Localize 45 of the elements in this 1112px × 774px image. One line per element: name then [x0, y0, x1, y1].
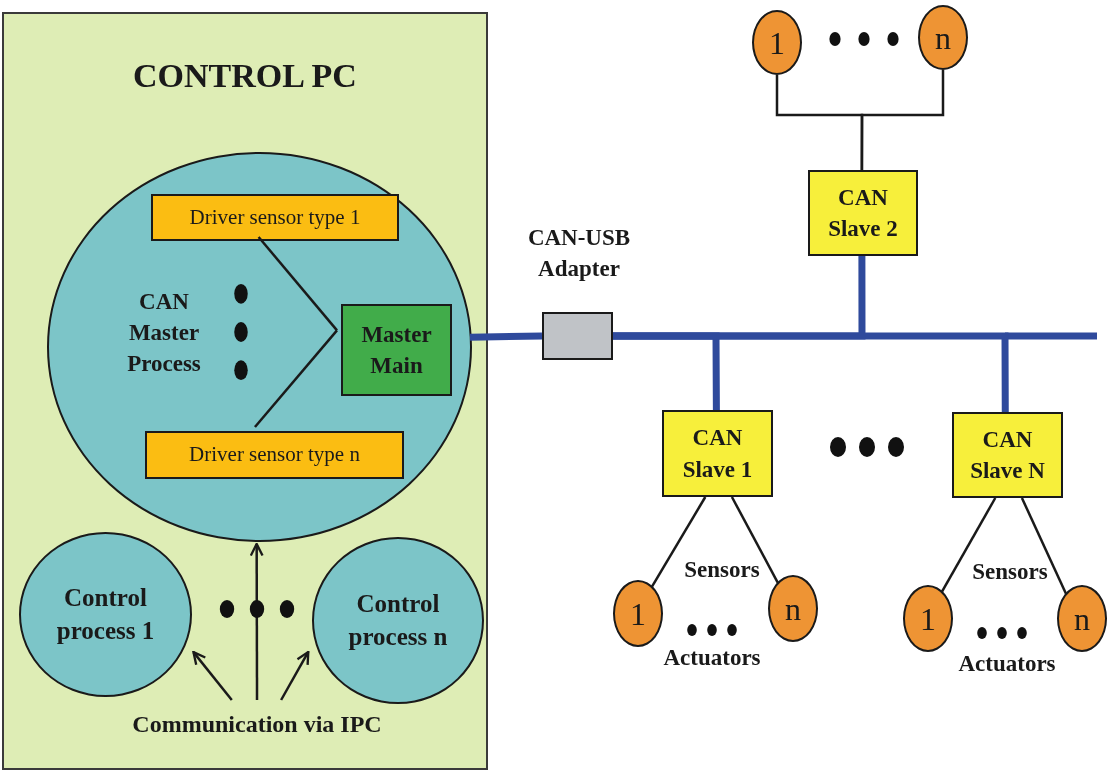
driver-box: [151, 194, 399, 241]
connector-line: [860, 70, 945, 170]
slave-box: [662, 410, 773, 497]
driver-box: [145, 431, 404, 479]
device-circle: [1057, 585, 1107, 652]
connector-line: [940, 497, 997, 593]
node-label: n: [1074, 602, 1090, 635]
part-label: Actuators: [662, 646, 762, 669]
slave-box: [808, 170, 918, 256]
connector-line: [650, 496, 707, 588]
node-label: 1: [769, 26, 785, 59]
node-label: CONTROL PC: [132, 59, 358, 93]
node-label: Control process 1: [55, 583, 156, 646]
panel: [2, 12, 488, 770]
part-label: Actuators: [957, 652, 1057, 675]
slave-box: [952, 412, 1063, 498]
device-circle: [903, 585, 953, 652]
arrow: [249, 542, 264, 700]
connector-line: [257, 236, 338, 332]
node-label: CAN Slave N: [969, 425, 1046, 485]
connector-line: [469, 332, 543, 341]
node-label: Driver sensor type n: [189, 441, 360, 469]
node-label: Control process n: [347, 589, 449, 652]
node-label: Master Main: [360, 320, 433, 380]
node-label: 1: [920, 602, 936, 635]
node-label: n: [785, 592, 801, 625]
node-label: CAN Slave 2: [827, 183, 899, 243]
node-label: CAN Slave 1: [681, 424, 754, 484]
node-label: CAN-USB Adapter: [526, 223, 632, 283]
node-label: CAN Master Process: [126, 288, 202, 379]
part-label: Sensors: [683, 558, 761, 581]
part-label: Sensors: [971, 560, 1049, 583]
node-label: Driver sensor type 1: [189, 203, 361, 231]
caption-text: Communication via IPC: [112, 702, 402, 746]
connector-line: [1020, 497, 1068, 595]
node-label: n: [935, 21, 951, 54]
process-box: [341, 304, 452, 396]
connector-line: [613, 332, 1009, 412]
device-circle: [613, 580, 663, 647]
connector-line: [730, 496, 780, 584]
node-label: 1: [630, 597, 646, 630]
arrow: [192, 650, 233, 701]
connector-line: [254, 329, 338, 428]
device-circle: [768, 575, 818, 642]
arrow: [280, 650, 310, 701]
